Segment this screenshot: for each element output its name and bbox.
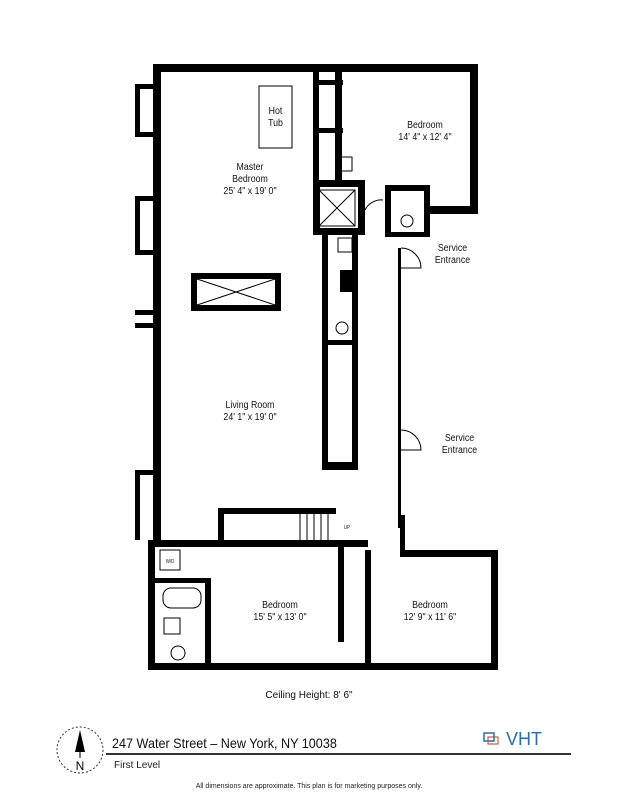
svg-text:VHT: VHT [506, 729, 542, 749]
bedroom-ne-label: Bedroom 14' 4" x 12' 4" [398, 120, 452, 143]
living-room-label: Living Room 24' 1" x 19' 0" [223, 400, 277, 423]
level-label: First Level [114, 760, 161, 771]
master-bedroom-label: Master Bedroom 25' 4" x 19' 0" [223, 162, 277, 197]
compass-icon: N [56, 726, 104, 774]
disclaimer: All dimensions are approximate. This pla… [195, 783, 423, 790]
hot-tub-label: Hot Tub [268, 106, 283, 129]
vht-logo-icon: VHT [483, 729, 542, 749]
bedroom-se-label: Bedroom 12' 9" x 11' 6" [403, 600, 457, 623]
walls [135, 64, 498, 670]
washer-dryer-label: W/D [165, 559, 175, 565]
ceiling-height: Ceiling Height: 8' 6" [265, 690, 353, 701]
stairs-up-label: UP [343, 525, 351, 531]
service-entrance-label-2: Service Entrance [441, 433, 478, 456]
footer-divider [106, 753, 571, 755]
service-entrance-label-1: Service Entrance [434, 243, 471, 266]
fixtures [159, 65, 476, 670]
address-title: 247 Water Street – New York, NY 10038 [112, 735, 337, 751]
bedroom-sw-label: Bedroom 15' 5" x 13' 0" [253, 600, 307, 623]
svg-text:N: N [76, 759, 85, 773]
